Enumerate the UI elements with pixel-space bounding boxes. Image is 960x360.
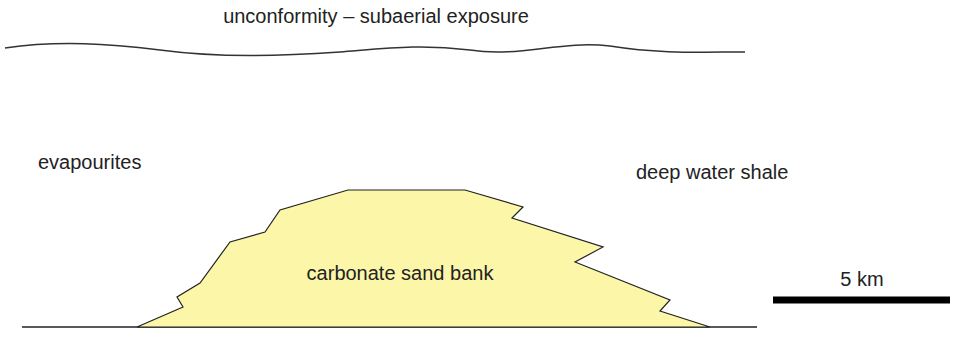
scale-label: 5 km (840, 267, 883, 291)
sand-bank-outline (137, 188, 710, 328)
unit-label: carbonate sand bank (307, 261, 494, 285)
scale-bar (773, 297, 950, 304)
unconformity-line (5, 44, 745, 56)
unconformity-label: unconformity – subaerial exposure (223, 4, 529, 28)
facies-label: evapourites (38, 150, 141, 174)
facies-label: deep water shale (636, 160, 788, 184)
sand-bank-shape (137, 190, 710, 327)
sand-bank-body: carbonate sand bank (137, 188, 710, 328)
